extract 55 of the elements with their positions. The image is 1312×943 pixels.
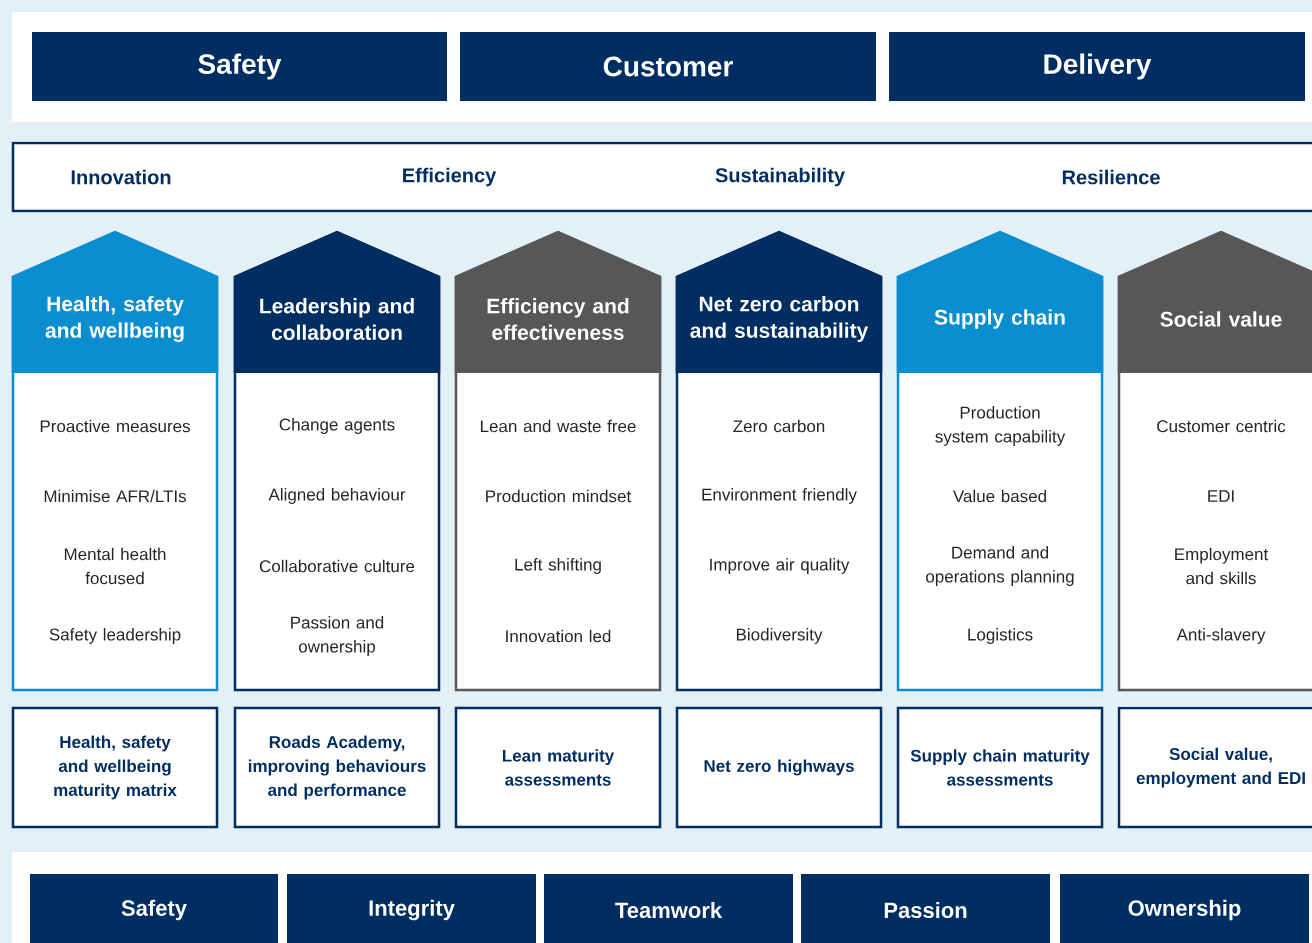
list-item: Logistics: [968, 628, 1033, 644]
list-item: Left shifting: [515, 558, 601, 574]
pillar-box: Ownership: [1060, 874, 1309, 943]
list-item: Production mindset: [486, 489, 632, 503]
pillar: [1117, 230, 1312, 692]
list-item: Passion and ownership: [291, 616, 384, 656]
pillar-heading: Efficiency and effectiveness: [487, 298, 629, 340]
values-band: [11, 141, 1312, 213]
list-item: Safety leadership: [49, 628, 181, 644]
value-label: Innovation: [71, 169, 171, 185]
pillar: [454, 230, 662, 692]
list-item: Improve air quality: [710, 558, 850, 574]
list-item: Production system capability: [935, 406, 1066, 446]
pillar: [896, 230, 1104, 692]
value-label: Sustainability: [715, 167, 845, 187]
list-item: Minimise AFR/LTIs: [44, 489, 186, 503]
list-item: Mental health focused: [64, 547, 166, 585]
pillar-heading: Supply chain: [934, 309, 1065, 329]
list-item: Biodiversity: [736, 628, 823, 644]
pillar: [675, 230, 883, 692]
pillar: [11, 230, 219, 692]
pillar: [233, 230, 441, 692]
initiative-box: Health, safety and wellbeing maturity matrix: [11, 706, 219, 829]
list-item: Lean and waste free: [480, 419, 636, 433]
list-item: Customer centric: [1157, 419, 1286, 433]
list-item: Value based: [953, 489, 1046, 503]
list-item: Change agents: [279, 418, 395, 434]
list-item: Demand and operations planning: [926, 546, 1074, 586]
list-item: Zero carbon: [733, 419, 825, 433]
list-item: Environment friendly: [702, 488, 857, 504]
initiative-box: Social value, employment and EDI: [1117, 706, 1312, 829]
value-label: Efficiency: [403, 167, 497, 187]
pillar-heading: Leadership and collaboration: [260, 298, 414, 340]
list-item: Collaborative culture: [259, 559, 415, 573]
pillar-box: Teamwork: [544, 874, 793, 943]
initiative-box: Net zero highways: [675, 706, 883, 829]
pillar-box: Safety: [30, 874, 278, 943]
value-label: Resilience: [1062, 169, 1160, 185]
list-item: Innovation led: [506, 629, 611, 643]
pillar-box: Safety: [32, 32, 447, 101]
list-item: Employment and skills: [1175, 547, 1269, 585]
pillar-box: Delivery: [889, 32, 1305, 101]
initiative-box: Supply chain maturity assessments: [896, 706, 1104, 829]
initiative-box: Lean maturity assessments: [454, 706, 662, 829]
pillar-box: Passion: [801, 874, 1050, 943]
list-item: EDI: [1208, 490, 1234, 502]
pillar-heading: Health, safety and wellbeing: [45, 295, 184, 343]
list-item: Aligned behaviour: [268, 488, 406, 504]
list-item: Anti-slavery: [1176, 628, 1266, 644]
initiative-box: Roads Academy, improving behaviours and performance: [233, 706, 441, 829]
list-item: Proactive measures: [40, 419, 190, 433]
pillar-heading: Social value: [1160, 311, 1282, 327]
pillar-box: Integrity: [287, 874, 536, 943]
pillar-heading: Net zero carbon and sustainability: [690, 295, 869, 343]
pillar-box: Customer: [460, 32, 876, 101]
